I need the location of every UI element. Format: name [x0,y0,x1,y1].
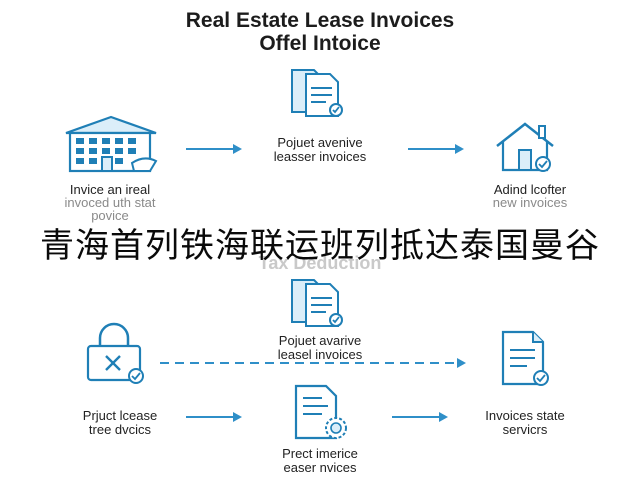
node-label: leasser invoices [273,149,367,164]
node-label: Prect imerice [282,446,358,461]
lock-check-icon [86,322,144,384]
node-label: servicrs [502,422,548,437]
node-label: new invoices [492,195,568,210]
arrow-right-icon [408,144,464,154]
node-label: Adind lcofter [493,182,567,197]
node-label: invoced uth stat [64,195,156,210]
node-label: Invoices state [485,408,565,423]
node-label: tree dvcics [88,422,152,437]
building-icon [65,115,158,173]
node-label: easer nvices [283,460,357,475]
house-check-icon [496,122,554,172]
node-label: Pojuet avarive [278,333,362,348]
node-label: povice [91,208,129,223]
section-heading: Tax Deduction [258,253,382,273]
arrow-right-icon [392,412,448,422]
arrow-right-icon [186,412,242,422]
diagram-title: Real Estate Lease Invoices [185,9,455,32]
overlay-caption: 青海首列铁海联运班列抵达泰国曼谷 [40,226,600,266]
diagram-subtitle: Offel Intoice [259,32,381,55]
dashed-arrow-icon [160,358,466,368]
node-label: Prjuct lcease [82,408,158,423]
document-seal-icon [294,384,347,440]
node-label: leasel invoices [277,347,363,362]
documents-icon [291,69,343,117]
node-label: Invice an ireal [69,182,151,197]
documents-icon [291,279,343,327]
node-label: Pojuet avenive [277,135,363,150]
document-check-icon [501,330,549,386]
arrow-right-icon [186,144,242,154]
